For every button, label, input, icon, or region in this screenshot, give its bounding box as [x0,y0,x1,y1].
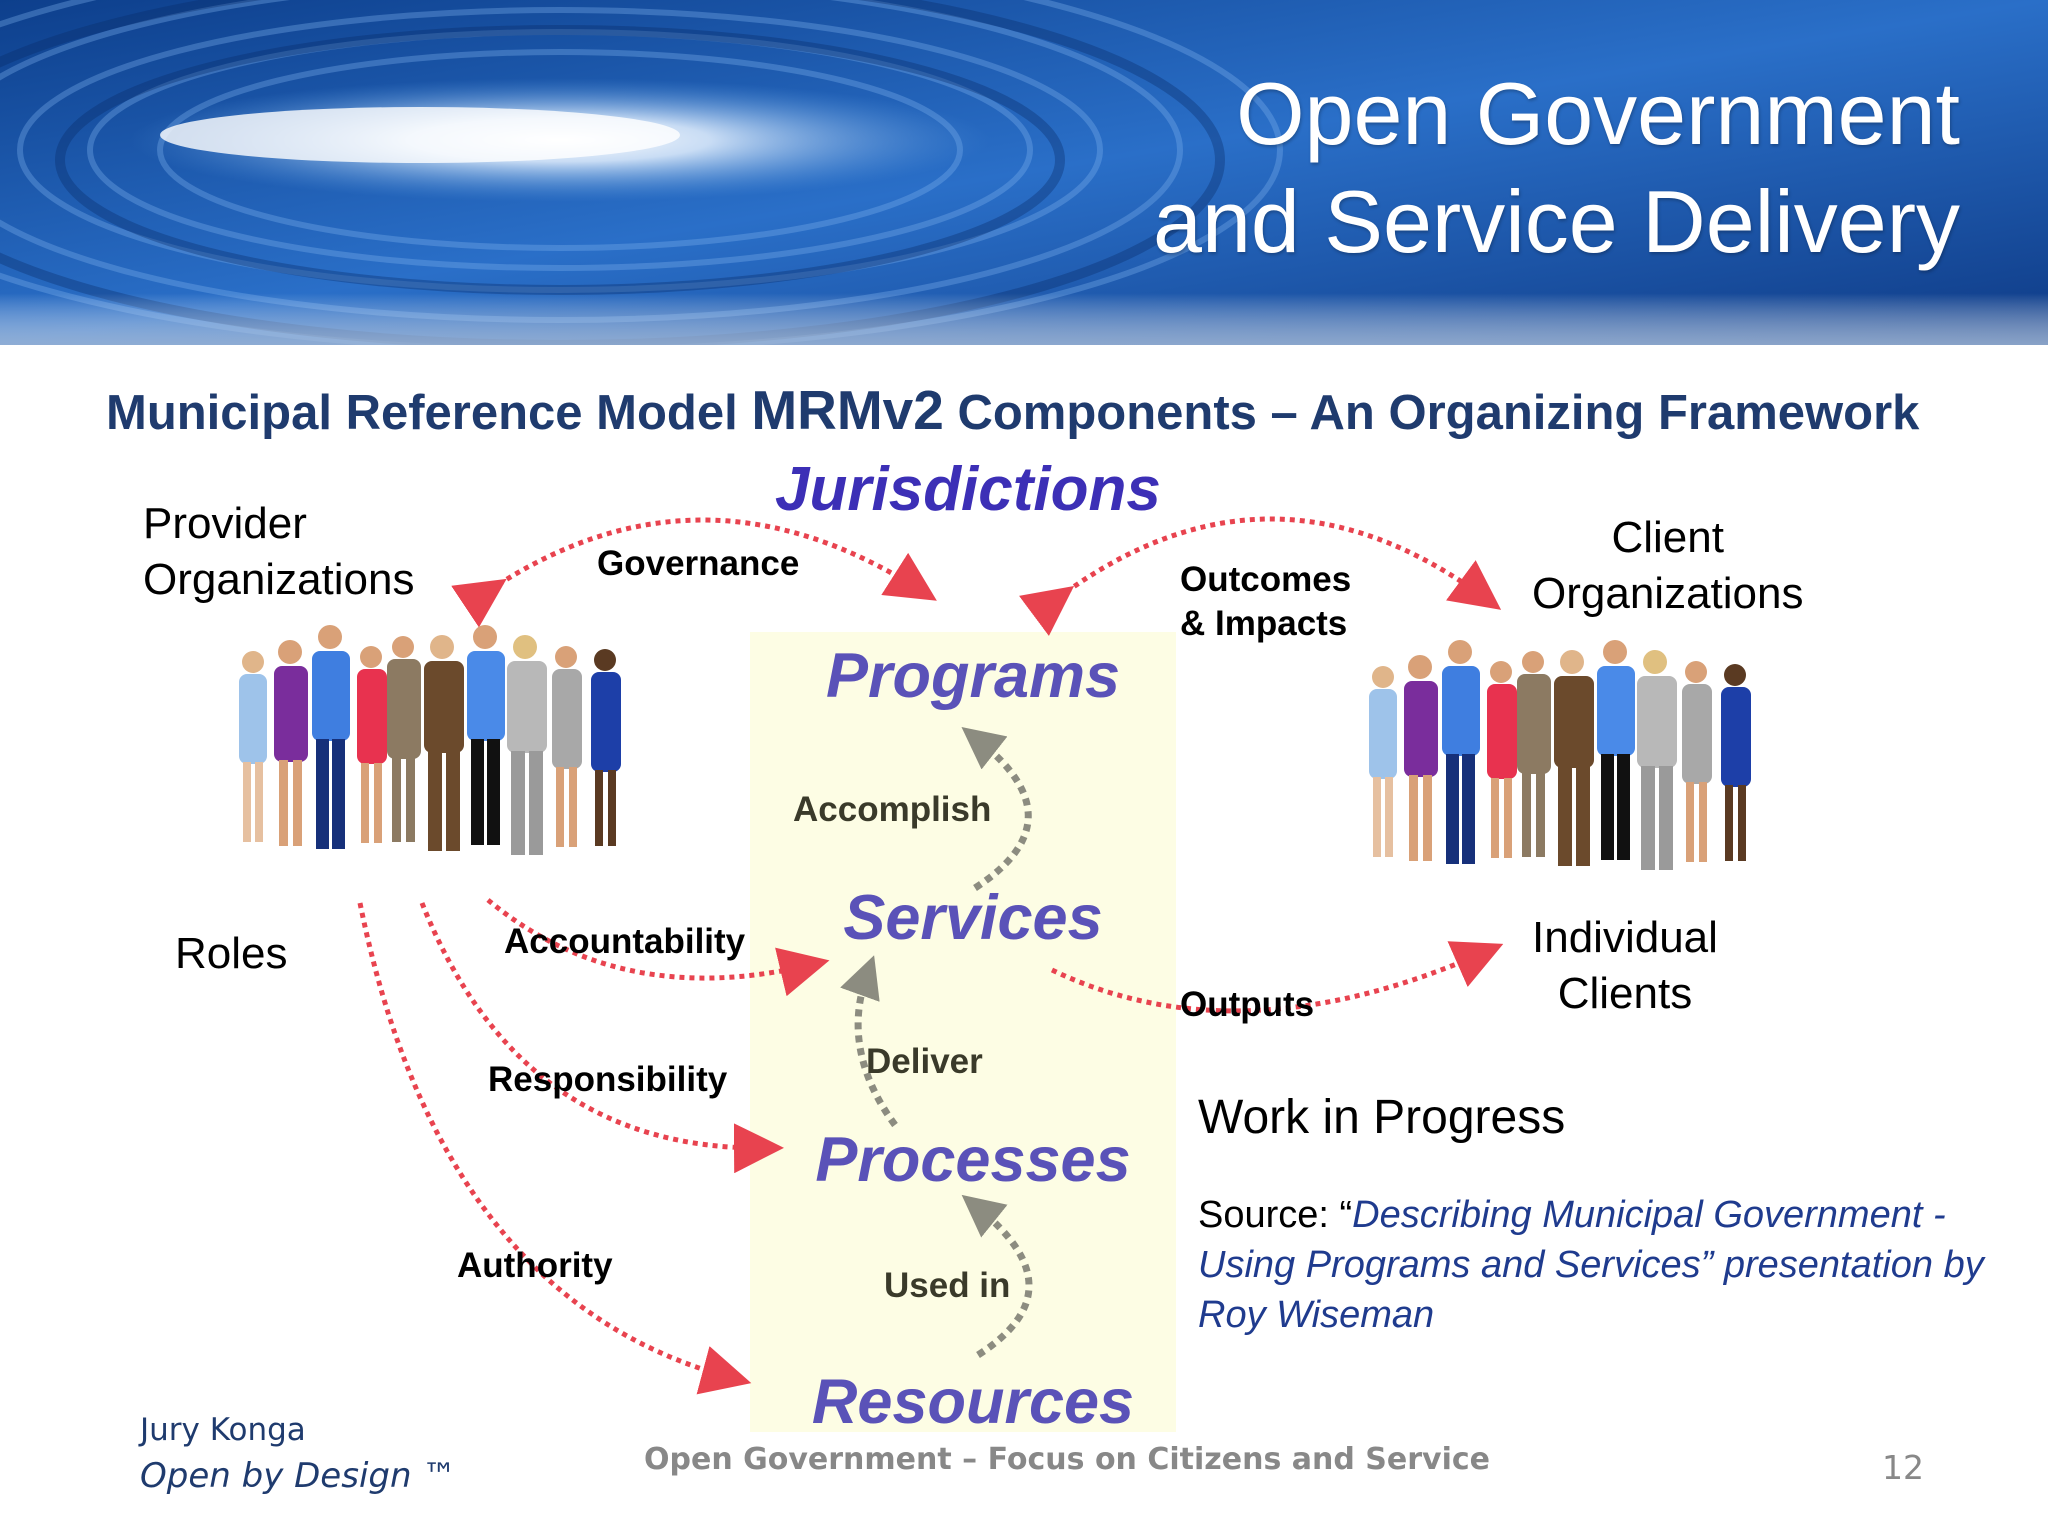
source-title: Describing Municipal Government - Using … [1198,1194,1946,1286]
outcomes-label-line-2: & Impacts [1180,604,1348,643]
banner-swirl-graphic [0,0,2048,345]
footer-author: Jury Konga [140,1412,306,1448]
responsibility-arrow [419,902,784,1174]
client-organizations-label: Client Organizations [1532,510,1803,622]
roles-label: Roles [175,929,288,978]
deliver-label: Deliver [866,1042,983,1081]
client-label-line-1: Client [1611,513,1724,562]
stage-services: Services [843,883,1103,953]
accomplish-label: Accomplish [793,790,992,829]
footer-brand: Open by Design ™ [140,1456,457,1496]
footer-center-text: Open Government – Focus on Citizens and … [644,1442,1490,1477]
slide-title-line-2: and Service Delivery [1153,172,1960,271]
used-in-arrow [961,1194,1033,1358]
individual-label-line-1: Individual [1532,913,1718,962]
provider-label-line-2: Organizations [143,555,415,604]
stage-programs: Programs [825,641,1121,711]
governance-label: Governance [597,544,800,583]
source-prefix: Source: “ [1198,1194,1353,1236]
page-number: 12 [1882,1448,1924,1487]
client-label-line-2: Organizations [1532,569,1804,618]
deliver-arrow [840,955,898,1128]
title-banner: Open Government and Service Delivery [0,0,2048,345]
used-in-label: Used in [884,1266,1011,1305]
person-group-icon [1369,640,1751,870]
provider-label-line-1: Provider [143,499,307,548]
provider-people-illustration [239,625,621,855]
subtitle-model-version: MRMv2 [751,379,944,441]
outputs-label: Outputs [1180,985,1315,1024]
source-suffix: presentation by Roy Wiseman [1198,1244,1984,1336]
individual-label-line-2: Clients [1557,969,1693,1018]
outcomes-impacts-label: Outcomes & Impacts [1180,558,1351,646]
individual-clients-label: Individual Clients [1532,910,1718,1022]
subtitle-part-1: Municipal Reference Model [106,386,752,440]
accountability-arrow [486,898,830,997]
outcomes-label-line-1: Outcomes [1180,560,1352,599]
accomplish-arrow [961,727,1032,891]
slide-title-line-1: Open Government [1236,64,1960,163]
work-in-progress-note: Work in Progress [1198,1091,1566,1144]
client-people-illustration [1369,640,1751,870]
person-group-icon [239,625,621,855]
outcomes-arrow [1019,516,1502,636]
source-citation: Source: “Describing Municipal Government… [1198,1190,2018,1340]
accountability-label: Accountability [504,922,746,961]
stage-processes: Processes [815,1125,1131,1195]
provider-organizations-label: Provider Organizations [143,496,414,608]
subtitle-part-3: Components – An Organizing Framework [943,386,1920,440]
authority-label: Authority [457,1246,613,1285]
slide-subtitle: Municipal Reference Model MRMv2 Componen… [106,378,2006,442]
jurisdictions-label: Jurisdictions [775,455,1161,524]
stage-resources: Resources [811,1367,1135,1437]
responsibility-label: Responsibility [488,1060,728,1099]
